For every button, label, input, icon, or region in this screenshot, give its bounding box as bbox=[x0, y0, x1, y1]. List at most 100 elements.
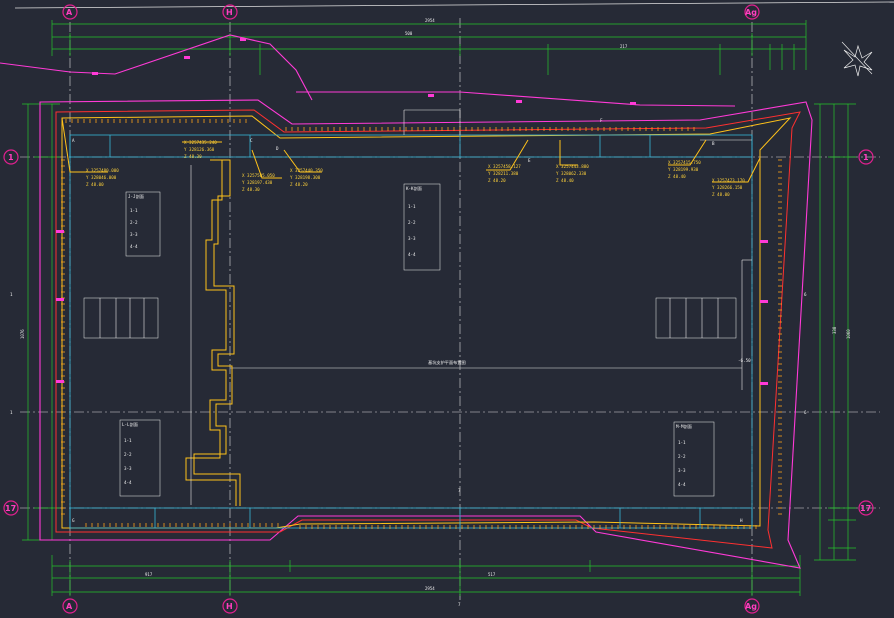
svg-text:Z 48.00: Z 48.00 bbox=[86, 182, 104, 187]
svg-text:6: 6 bbox=[804, 292, 807, 297]
svg-text:Z 48.00: Z 48.00 bbox=[712, 192, 730, 197]
crown-beam-hatching bbox=[61, 119, 782, 529]
svg-text:4-4: 4-4 bbox=[408, 252, 416, 257]
inner-structure-lines bbox=[230, 109, 752, 390]
svg-text:A: A bbox=[72, 138, 75, 143]
svg-text:217: 217 bbox=[620, 44, 628, 49]
side-table-left bbox=[83, 297, 159, 339]
axis-bubble-bottom-ag[interactable]: Ag bbox=[744, 598, 760, 614]
section-table-2[interactable]: K-K剖面 1-1 2-2 3-3 4-4 bbox=[403, 183, 441, 271]
svg-text:Y 328126.360: Y 328126.360 bbox=[184, 147, 215, 152]
svg-text:Z 48.20: Z 48.20 bbox=[488, 178, 506, 183]
section-mark bbox=[56, 230, 64, 233]
north-arrow-icon bbox=[841, 41, 873, 77]
svg-text:3-3: 3-3 bbox=[124, 466, 132, 471]
svg-text:2-2: 2-2 bbox=[678, 454, 686, 459]
svg-text:X 3257435.240: X 3257435.240 bbox=[184, 140, 217, 145]
svg-text:Z 48.20: Z 48.20 bbox=[290, 182, 308, 187]
svg-text:B: B bbox=[712, 141, 715, 146]
coordinate-note-8[interactable]: X 3257473.170 Y 328266.150 Z 48.00 bbox=[712, 157, 761, 197]
top-dimension-chain: 2954 500 217 bbox=[51, 18, 807, 75]
svg-text:J-J剖面: J-J剖面 bbox=[128, 193, 144, 200]
svg-text:E: E bbox=[528, 158, 531, 163]
svg-text:7: 7 bbox=[458, 602, 461, 607]
section-mark bbox=[56, 298, 64, 301]
svg-text:Y 328046.000: Y 328046.000 bbox=[86, 175, 117, 180]
svg-text:17: 17 bbox=[5, 504, 16, 513]
svg-text:X 3257415.750: X 3257415.750 bbox=[668, 160, 701, 165]
svg-text:1: 1 bbox=[10, 410, 13, 415]
coordinate-note-7[interactable]: X 3257415.750 Y 328199.930 Z 48.40 bbox=[668, 139, 707, 179]
svg-text:2-2: 2-2 bbox=[124, 452, 132, 457]
section-table-1[interactable]: J-J剖面 1-1 2-2 3-3 4-4 bbox=[125, 191, 161, 257]
axis-bubble-right-17[interactable]: 17 bbox=[858, 500, 874, 516]
svg-text:F: F bbox=[600, 118, 603, 123]
frame-line bbox=[14, 1, 894, 9]
section-mark bbox=[56, 380, 64, 383]
section-table-4[interactable]: M-M剖面 1-1 2-2 3-3 4-4 bbox=[673, 421, 715, 497]
svg-text:917: 917 bbox=[145, 572, 153, 577]
axis-bubble-top-ag[interactable]: Ag bbox=[744, 4, 760, 20]
mid-axis-labels: 1 1 6 6 7 7 bbox=[10, 292, 807, 607]
corner-labels: A B C D E F G H bbox=[72, 118, 743, 523]
svg-text:K-K剖面: K-K剖面 bbox=[406, 185, 422, 192]
svg-text:Y 328199.930: Y 328199.930 bbox=[668, 167, 699, 172]
coordinate-note-4[interactable]: X 3257440.350 Y 328198.300 Z 48.20 bbox=[283, 149, 323, 187]
svg-text:Y 328062.330: Y 328062.330 bbox=[556, 171, 587, 176]
svg-text:3-3: 3-3 bbox=[678, 468, 686, 473]
svg-text:1: 1 bbox=[10, 292, 13, 297]
svg-text:1-1: 1-1 bbox=[130, 208, 138, 213]
svg-text:Y 328197.430: Y 328197.430 bbox=[242, 180, 273, 185]
svg-text:6: 6 bbox=[804, 410, 807, 415]
coordinate-note-6[interactable]: X 3257443.880 Y 328062.330 Z 48.40 bbox=[556, 140, 589, 183]
svg-text:Ag: Ag bbox=[745, 8, 757, 17]
svg-text:A: A bbox=[66, 602, 73, 611]
svg-text:H: H bbox=[740, 518, 743, 523]
axis-bubble-top-h[interactable]: H bbox=[222, 4, 238, 20]
coordinate-note-2[interactable]: X 3257435.240 Y 328126.360 Z 48.30 bbox=[182, 140, 222, 159]
svg-text:4-4: 4-4 bbox=[678, 482, 686, 487]
pit-outer-outline bbox=[39, 99, 813, 569]
svg-text:Ag: Ag bbox=[745, 602, 757, 611]
axis-bubble-left-1[interactable]: 1 bbox=[3, 149, 19, 165]
svg-text:H: H bbox=[226, 602, 233, 611]
svg-text:A: A bbox=[66, 8, 73, 17]
svg-text:X 3257473.170: X 3257473.170 bbox=[712, 178, 745, 183]
section-mark bbox=[760, 300, 768, 303]
svg-text:1: 1 bbox=[863, 153, 869, 162]
section-marks bbox=[56, 230, 768, 385]
svg-text:Y 328198.300: Y 328198.300 bbox=[290, 175, 321, 180]
svg-text:M-M剖面: M-M剖面 bbox=[676, 423, 692, 430]
svg-text:2-2: 2-2 bbox=[408, 220, 416, 225]
section-table-3[interactable]: L-L剖面 1-1 2-2 3-3 4-4 bbox=[119, 419, 161, 497]
coordinate-note-5[interactable]: X 3257458.127 Y 328211.380 Z 48.20 bbox=[486, 139, 529, 183]
svg-text:17: 17 bbox=[860, 504, 871, 513]
right-dimension-chain: 1060 338 bbox=[814, 103, 856, 561]
svg-text:2954: 2954 bbox=[425, 18, 435, 23]
axis-bubble-bottom-h[interactable]: H bbox=[222, 598, 238, 614]
svg-text:338: 338 bbox=[832, 326, 837, 334]
svg-text:Z 48.30: Z 48.30 bbox=[242, 187, 260, 192]
axis-bubble-bottom-a[interactable]: A bbox=[62, 598, 78, 614]
svg-text:Y 328266.150: Y 328266.150 bbox=[712, 185, 743, 190]
svg-text:Z 48.40: Z 48.40 bbox=[668, 174, 686, 179]
coordinate-note-1[interactable]: X 3257480.000 Y 328046.000 Z 48.00 bbox=[61, 117, 119, 187]
bottom-dimension-chain: 2954 917 517 bbox=[51, 555, 801, 596]
center-note: 基坑支护平面布置图 bbox=[428, 359, 466, 366]
axis-bubble-right-1[interactable]: 1 bbox=[858, 149, 874, 165]
svg-text:4-4: 4-4 bbox=[130, 244, 138, 249]
section-mark bbox=[760, 382, 768, 385]
svg-text:D: D bbox=[276, 146, 279, 151]
elevation-note: -6.50 bbox=[738, 358, 751, 363]
svg-text:1-1: 1-1 bbox=[408, 204, 416, 209]
axis-bubble-left-17[interactable]: 17 bbox=[3, 500, 19, 516]
coordinate-note-3[interactable]: X 3257505.050 Y 328197.430 Z 48.30 bbox=[242, 149, 282, 192]
svg-text:1-1: 1-1 bbox=[678, 440, 686, 445]
axis-bubble-top-a[interactable]: A bbox=[62, 4, 78, 20]
svg-text:H: H bbox=[226, 8, 233, 17]
svg-text:500: 500 bbox=[405, 31, 413, 36]
stepped-excavation-line-2 bbox=[193, 159, 241, 506]
svg-text:Z 48.40: Z 48.40 bbox=[556, 178, 574, 183]
